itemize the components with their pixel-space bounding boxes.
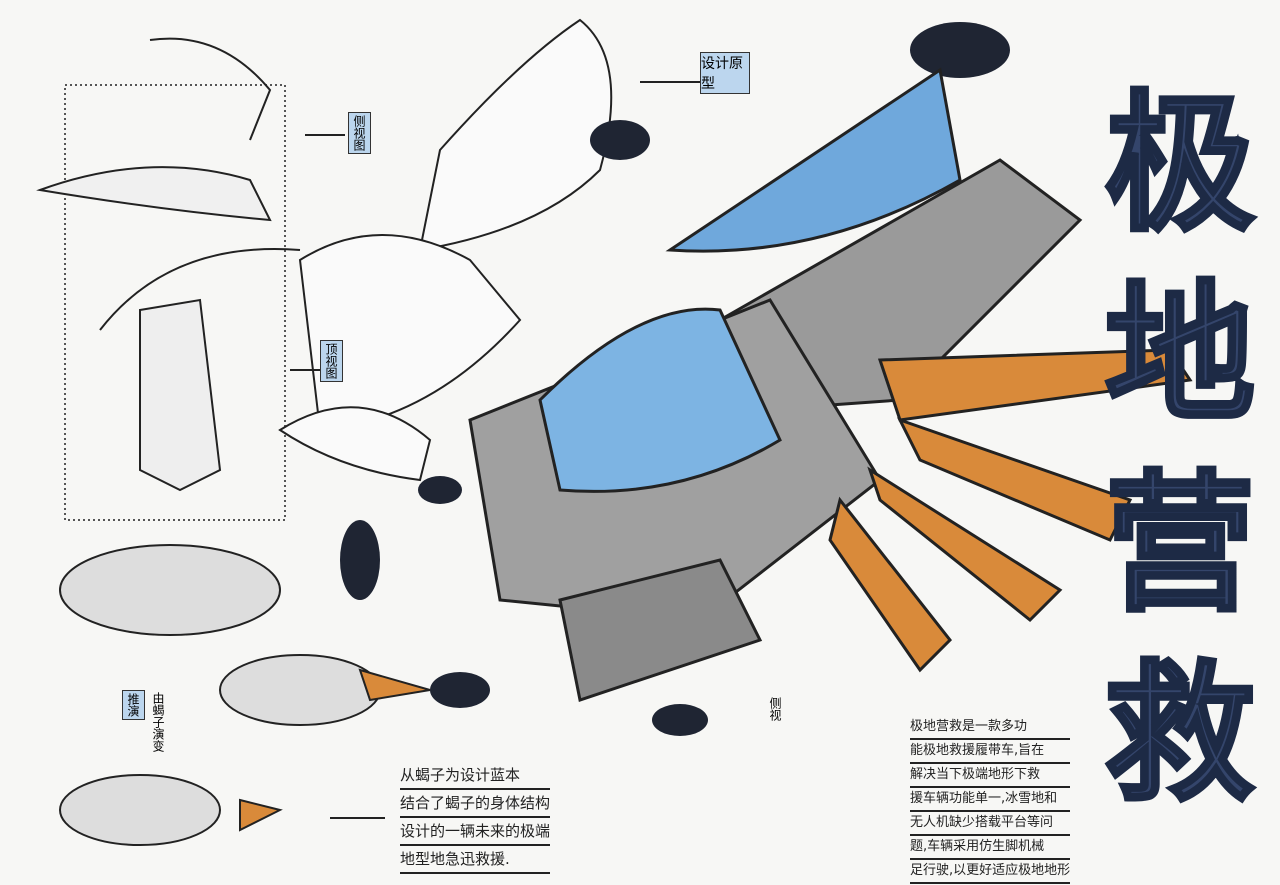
left-description: 从蝎子为设计蓝本 结合了蝎子的身体结构 设计的一辆未来的极端 地型地急迅救援. (400, 762, 551, 874)
note-line: 极地营救是一款多功 (910, 716, 1071, 740)
title-char: 极 (1103, 76, 1257, 254)
prototype-label: 设计原型 (700, 52, 750, 94)
note-line: 援车辆功能单一,冰雪地和 (910, 788, 1071, 812)
black-ink-spots (340, 22, 1010, 736)
title-char: 地 (1103, 266, 1257, 444)
top-view-label: 顶视图 (320, 340, 343, 382)
note-line: 从蝎子为设计蓝本 (400, 762, 551, 790)
side-view-label: 侧视图 (348, 112, 371, 154)
side-label: 侧视 (768, 697, 782, 721)
note-line: 无人机缺少搭载平台等问 (910, 812, 1071, 836)
note-line: 地型地急迅救援. (400, 846, 551, 874)
rescue-vehicle (468, 67, 1193, 702)
right-description: 极地营救是一款多功 能极地救援履带车,旨在 解决当下极端地形下救 援车辆功能单一… (910, 716, 1071, 884)
title-char: 救 (1103, 646, 1257, 824)
evolution-label: 由蝎子演变 (151, 692, 165, 752)
note-line: 足行驶,以更好适应极地地形 (910, 860, 1071, 884)
scorpion-side-sketch (36, 37, 301, 521)
small-prototype-sketches (59, 544, 431, 846)
deduce-label: 推演 (122, 690, 145, 720)
note-line: 题,车辆采用仿生脚机械 (910, 836, 1071, 860)
note-line: 结合了蝎子的身体结构 (400, 790, 551, 818)
arrows (290, 81, 700, 819)
note-line: 能极地救援履带车,旨在 (910, 740, 1071, 764)
title-char: 营 (1103, 456, 1257, 634)
note-line: 设计的一辆未来的极端 (400, 818, 551, 846)
poster-title: 极 地 营 救 (1090, 70, 1270, 830)
scorpion-main-sketch (278, 18, 613, 482)
note-line: 解决当下极端地形下救 (910, 764, 1071, 788)
